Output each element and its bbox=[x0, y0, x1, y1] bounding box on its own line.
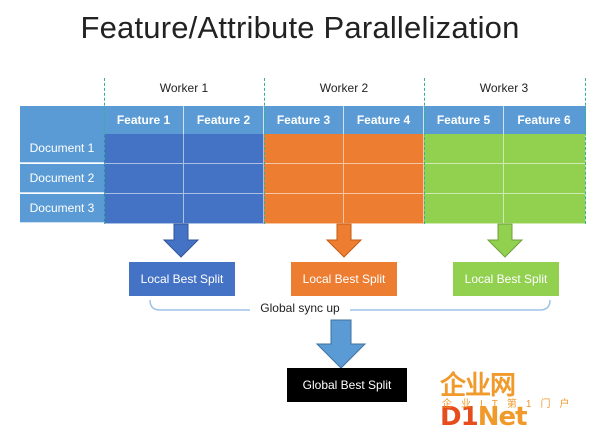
logo-sub-text: 企业IT第1门户 bbox=[442, 399, 579, 410]
grid-cell bbox=[184, 134, 264, 164]
grid-cell bbox=[344, 194, 424, 224]
worker-divider bbox=[104, 78, 105, 224]
document-3-label: Document 3 bbox=[20, 194, 104, 223]
feature-1-header: Feature 1 bbox=[104, 106, 184, 134]
grid-cell bbox=[424, 134, 504, 164]
d1net-watermark-logo: 企业网D1Net 企业IT第1门户 bbox=[440, 365, 600, 432]
grid-cell bbox=[504, 134, 586, 164]
down-arrow-global bbox=[315, 319, 367, 369]
local-best-split-worker-3: Local Best Split bbox=[453, 262, 559, 296]
worker-divider bbox=[585, 78, 586, 224]
worker-divider bbox=[264, 78, 265, 224]
grid-cell bbox=[264, 164, 344, 194]
worker-1-label: Worker 1 bbox=[159, 81, 209, 95]
grid-cell bbox=[104, 164, 184, 194]
grid-cell bbox=[184, 164, 264, 194]
feature-3-header: Feature 3 bbox=[264, 106, 344, 134]
grid-cell bbox=[504, 164, 586, 194]
local-best-split-worker-2: Local Best Split bbox=[291, 262, 397, 296]
down-arrow-worker-1 bbox=[162, 223, 200, 258]
local-best-split-worker-1: Local Best Split bbox=[129, 262, 235, 296]
grid-cell bbox=[104, 194, 184, 224]
arrows-layer bbox=[149, 223, 551, 369]
grid-cell bbox=[424, 194, 504, 224]
feature-6-header: Feature 6 bbox=[517, 113, 571, 127]
header-row bbox=[20, 106, 586, 134]
grid-cell bbox=[264, 134, 344, 164]
document-2-label: Document 2 bbox=[20, 164, 104, 193]
sync-bracket bbox=[149, 299, 551, 311]
grid-cell bbox=[184, 194, 264, 224]
global-sync-label: Global sync up bbox=[250, 301, 350, 315]
worker-2-label: Worker 2 bbox=[319, 81, 369, 95]
grid-cell bbox=[424, 164, 504, 194]
feature-2-header: Feature 2 bbox=[184, 106, 264, 134]
diagram-title: Feature/Attribute Parallelization bbox=[80, 10, 520, 45]
worker-3-label: Worker 3 bbox=[479, 81, 529, 95]
down-arrow-worker-3 bbox=[486, 223, 524, 258]
feature-4-header: Feature 4 bbox=[344, 106, 424, 134]
feature-5-header: Feature 5 bbox=[424, 106, 504, 134]
down-arrow-worker-2 bbox=[325, 223, 363, 258]
grid-cell bbox=[344, 164, 424, 194]
grid-cell bbox=[264, 194, 344, 224]
document-1-label: Document 1 bbox=[20, 134, 104, 163]
grid-cell bbox=[104, 134, 184, 164]
grid-cell bbox=[344, 134, 424, 164]
worker-divider bbox=[424, 78, 425, 224]
global-best-split-box: Global Best Split bbox=[287, 368, 407, 402]
